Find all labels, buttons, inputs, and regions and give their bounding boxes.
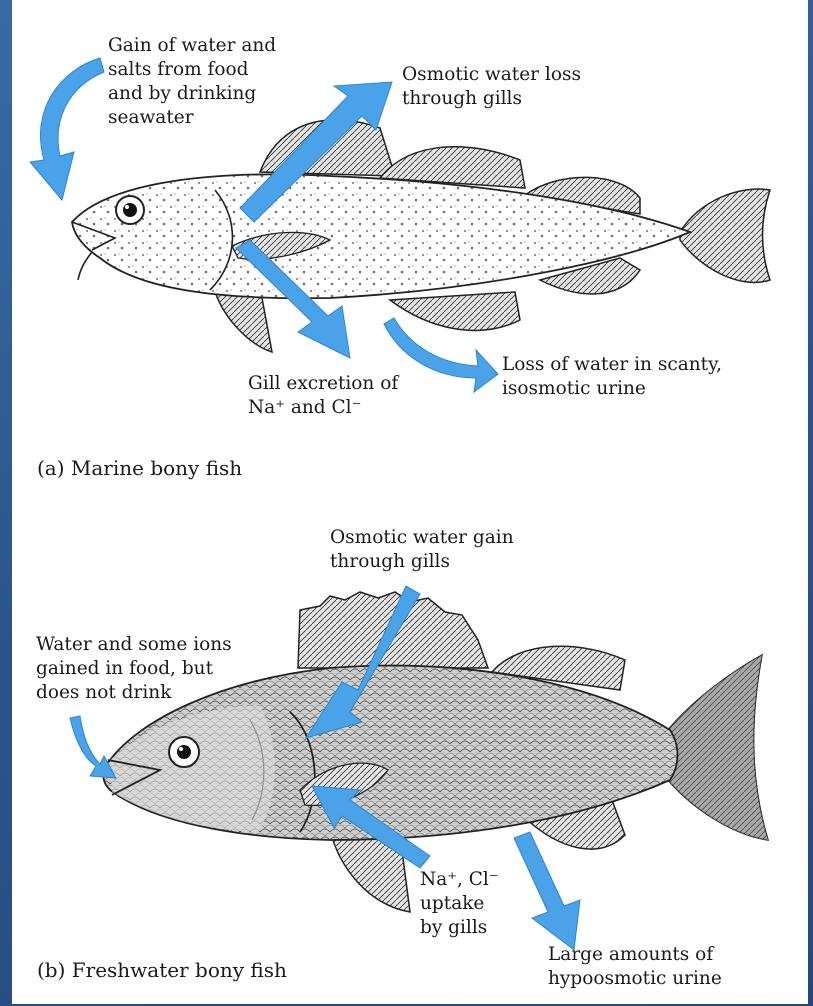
label-osmotic-gain: Osmotic water gain through gills — [330, 526, 514, 574]
arrow-food-water — [70, 716, 116, 778]
marine-fish — [72, 120, 770, 352]
label-urine-loss: Loss of water in scanty, isosmotic urine — [502, 353, 722, 401]
arrow-food-intake — [30, 58, 104, 200]
caption-marine: (a) Marine bony fish — [37, 456, 242, 480]
label-urine-large: Large amounts of hypoosmotic urine — [548, 943, 722, 991]
label-gain-food: Gain of water and salts from food and by… — [108, 34, 276, 130]
arrow-urine-large — [514, 832, 580, 950]
caption-freshwater: (b) Freshwater bony fish — [37, 958, 287, 982]
label-gill-excretion: Gill excretion of Na⁺ and Cl⁻ — [248, 372, 398, 420]
label-food-water: Water and some ions gained in food, but … — [36, 633, 232, 705]
label-osmotic-loss: Osmotic water loss through gills — [402, 63, 581, 111]
label-ion-uptake: Na⁺, Cl⁻ uptake by gills — [420, 868, 499, 940]
